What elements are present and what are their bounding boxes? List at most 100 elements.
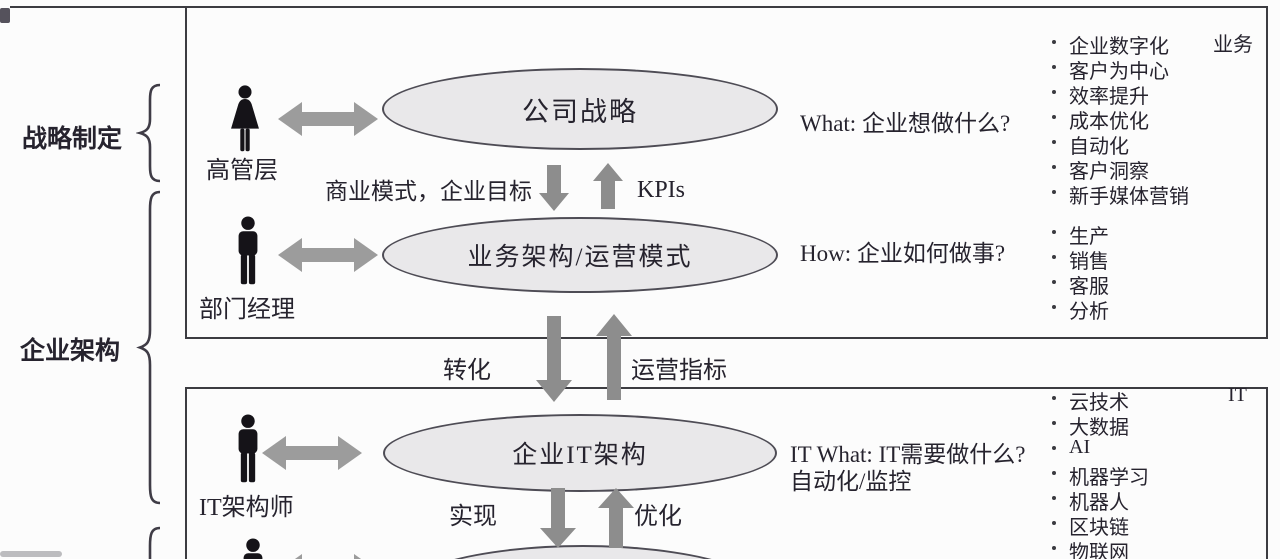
strategy-phase-label: 战略制定	[22, 126, 123, 153]
bullet-icon	[1052, 115, 1056, 119]
list-item-text: 物联网	[1069, 542, 1129, 559]
list-item: 新手媒体营销	[1052, 180, 1189, 208]
top-border-line	[10, 6, 1268, 8]
transform-label: 转化	[443, 358, 491, 384]
it-what-question-text: IT What: IT需要做什么?	[790, 442, 1026, 467]
up-arrow-icon	[593, 163, 623, 209]
list-item: 效率提升	[1052, 80, 1189, 108]
list-item: AI	[1052, 436, 1149, 461]
list-item: 销售	[1052, 245, 1109, 273]
bullet-icon	[1052, 521, 1056, 525]
list-item-text: 机器人	[1069, 492, 1129, 514]
lower-box-top-border	[185, 387, 1268, 389]
down-arrow-icon	[540, 488, 576, 548]
ops-items-list: 生产 销售 客服 分析	[1052, 220, 1109, 323]
kpis-label: KPIs	[637, 177, 686, 203]
bullet-icon	[1052, 305, 1056, 309]
bullet-icon	[1052, 421, 1056, 425]
list-item: 客户洞察	[1052, 155, 1189, 183]
upper-box-bottom-border	[185, 337, 1268, 339]
list-item: 大数据	[1052, 411, 1149, 439]
list-item-text: 生产	[1069, 226, 1109, 248]
list-item-text: AI	[1069, 436, 1091, 458]
partial-bottom-brace	[148, 526, 161, 559]
double-arrow-icon	[262, 436, 362, 470]
lower-box-right-border	[1266, 387, 1268, 559]
bullet-icon	[1052, 471, 1056, 475]
enterprise-architecture-brace	[136, 190, 161, 505]
strategy-brace	[136, 83, 161, 183]
what-question-text: What: 企业想做什么?	[800, 111, 1011, 136]
man-icon	[238, 414, 258, 483]
bullet-icon	[1052, 546, 1056, 550]
enterprise-it-architecture-ellipse: 企业IT架构	[383, 414, 777, 492]
man-icon	[238, 216, 258, 285]
list-item-text: 客户为中心	[1069, 61, 1169, 83]
list-item-text: 销售	[1069, 251, 1109, 273]
list-item: 生产	[1052, 220, 1109, 248]
automation-monitoring-text: 自动化/监控	[790, 469, 912, 494]
list-item: 企业数字化	[1052, 30, 1189, 58]
list-item-text: 大数据	[1069, 417, 1129, 439]
optimize-label: 优化	[634, 504, 682, 530]
double-arrow-icon	[278, 238, 378, 272]
business-architecture-text: 业务架构/运营模式	[467, 244, 693, 271]
list-item-text: 成本优化	[1069, 111, 1149, 133]
list-item-text: 自动化	[1069, 136, 1129, 158]
list-item-text: 客服	[1069, 276, 1109, 298]
list-item-text: 机器学习	[1069, 467, 1149, 489]
company-strategy-ellipse: 公司战略	[382, 68, 778, 150]
upper-box-left-border	[185, 6, 187, 339]
business-items-list: 企业数字化 客户为中心 效率提升 成本优化 自动化 客户洞察 新手媒体营销	[1052, 30, 1189, 208]
it-section-label: IT	[1228, 384, 1247, 406]
down-arrow-icon	[539, 165, 569, 211]
bullet-icon	[1052, 446, 1056, 450]
bullet-icon	[1052, 90, 1056, 94]
partial-person-icon	[243, 538, 263, 559]
operating-metrics-label: 运营指标	[631, 358, 727, 384]
list-item: 客服	[1052, 270, 1109, 298]
enterprise-architecture-label: 企业架构	[20, 338, 121, 365]
bullet-icon	[1052, 165, 1056, 169]
list-item: 机器学习	[1052, 461, 1149, 489]
bullet-icon	[1052, 255, 1056, 259]
it-items-list: 云技术 大数据 AI 机器学习 机器人 区块链 物联网	[1052, 386, 1149, 559]
partial-double-arrow-icon	[294, 554, 362, 559]
it-architect-label: IT架构师	[199, 495, 294, 521]
bullet-icon	[1052, 40, 1056, 44]
how-question-text: How: 企业如何做事?	[800, 241, 1006, 266]
business-model-goals-label: 商业模式，企业目标	[325, 179, 532, 204]
up-arrow-icon	[598, 488, 634, 548]
bullet-icon	[1052, 230, 1056, 234]
lower-box-left-border	[185, 387, 187, 559]
department-manager-label: 部门经理	[199, 297, 295, 323]
upper-box-right-border	[1266, 6, 1268, 339]
bullet-icon	[1052, 190, 1056, 194]
list-item-text: 新手媒体营销	[1069, 186, 1189, 208]
list-item-text: 企业数字化	[1069, 36, 1169, 58]
list-item: 机器人	[1052, 486, 1149, 514]
business-architecture-ellipse: 业务架构/运营模式	[382, 217, 778, 293]
bullet-icon	[1052, 396, 1056, 400]
down-arrow-icon	[536, 316, 572, 402]
list-item-text: 云技术	[1069, 392, 1129, 414]
list-item: 云技术	[1052, 386, 1149, 414]
up-arrow-icon	[596, 314, 632, 400]
business-section-label: 业务	[1213, 34, 1253, 56]
list-item-text: 区块链	[1069, 517, 1129, 539]
list-item-text: 效率提升	[1069, 86, 1149, 108]
enterprise-it-architecture-text: 企业IT架构	[512, 442, 648, 469]
list-item-text: 客户洞察	[1069, 161, 1149, 183]
woman-icon	[231, 85, 259, 152]
scan-artifact	[0, 8, 10, 23]
list-item: 分析	[1052, 295, 1109, 323]
implement-label: 实现	[449, 504, 497, 530]
list-item: 自动化	[1052, 130, 1189, 158]
company-strategy-text: 公司战略	[522, 96, 638, 127]
list-item: 物联网	[1052, 536, 1149, 559]
executive-label: 高管层	[206, 158, 278, 184]
list-item: 区块链	[1052, 511, 1149, 539]
bullet-icon	[1052, 280, 1056, 284]
list-item: 客户为中心	[1052, 55, 1189, 83]
